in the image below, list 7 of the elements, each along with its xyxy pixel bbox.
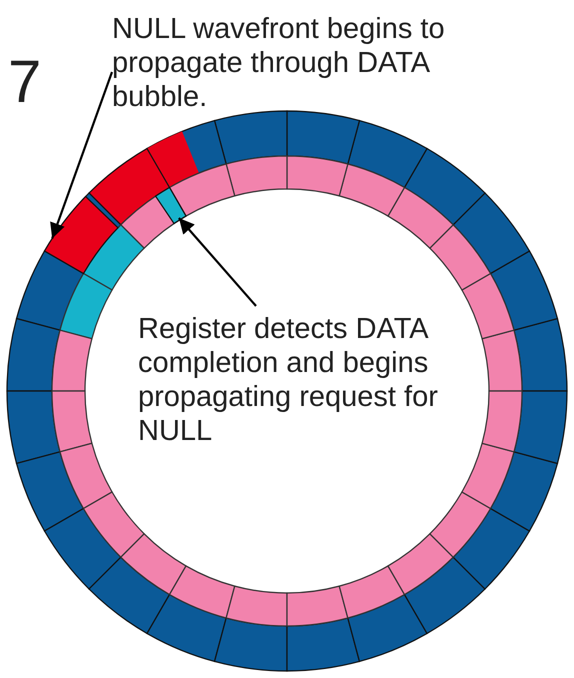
annotation-text: NULL wavefront begins to propagate through DATA bubble. bbox=[112, 12, 452, 114]
step-number: 7 bbox=[8, 52, 42, 112]
ring-segment bbox=[44, 196, 119, 274]
arrow bbox=[50, 72, 114, 239]
annotation-text: Register detects DATA completion and begins propagating request for NULL bbox=[138, 312, 450, 448]
arrow bbox=[178, 217, 257, 307]
ring-segment bbox=[155, 186, 187, 224]
